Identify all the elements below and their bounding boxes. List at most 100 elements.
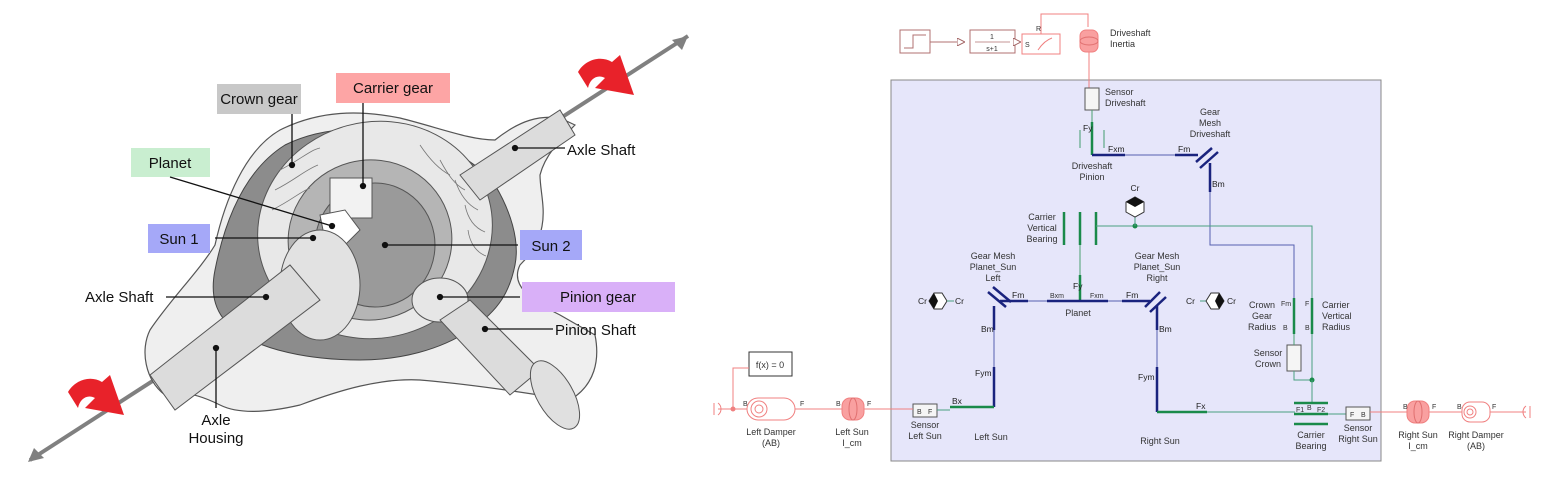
gm-right-label-1: Gear Mesh	[1135, 251, 1180, 261]
gm-left-label-2: Planet_Sun	[970, 262, 1017, 272]
carrier-bearing-label-2: Bearing	[1295, 441, 1326, 451]
port-f-lsi: F	[867, 401, 871, 408]
left-sun-icm-block[interactable]: B F Left Sun I_cm	[835, 397, 871, 448]
conn-source-inertia	[1040, 13, 1089, 34]
left-sun-icm-label-1: Left Sun	[835, 427, 869, 437]
label-carrier-gear: Carrier gear	[353, 80, 433, 97]
gm-left-label-1: Gear Mesh	[971, 251, 1016, 261]
port-b-sls: B	[917, 409, 922, 416]
axle-shaft-right-shape	[459, 109, 576, 201]
port-b-crown: B	[1283, 325, 1288, 332]
label-pinion-gear-bg	[522, 282, 675, 312]
simscape-model: 1 s+1 S R Driveshaft Inertia Sensor Driv…	[713, 13, 1531, 462]
driveshaft-pinion-label-1: Driveshaft	[1072, 161, 1113, 171]
carrier-bearing-block[interactable]: F1 B F2 Carrier Bearing	[1294, 401, 1328, 451]
port-b-cvr: B	[1305, 325, 1310, 332]
driveshaft-inertia-label-1: Driveshaft	[1110, 28, 1151, 38]
cvb-label-3: Bearing	[1026, 234, 1057, 244]
cr-right-label-a: Cr	[1186, 296, 1195, 306]
solver-config-block[interactable]: f(x) = 0	[748, 351, 793, 377]
sensor-left-sun-label-1: Sensor	[911, 420, 940, 430]
sensor-right-sun-block[interactable]: F B Sensor Right Sun	[1338, 406, 1378, 444]
differential-illustration: Crown gear Carrier gear Planet Sun 1 Sun…	[28, 34, 690, 462]
port-fm-right: Fm	[1126, 290, 1138, 300]
cvr-label-1: Carrier	[1322, 300, 1350, 310]
port-fy-pinion: Fy	[1083, 123, 1093, 133]
sensor-crown-label-1: Sensor	[1254, 348, 1283, 358]
left-damper-label-1: Left Damper	[746, 427, 796, 437]
gear-mesh-right-block[interactable]: Fm Bm Gear Mesh Planet_Sun Right	[1122, 251, 1180, 334]
gear-mesh-ds-label-3: Driveshaft	[1190, 129, 1231, 139]
transfer-fcn-block[interactable]: 1 s+1	[969, 29, 1016, 54]
label-axle-shaft-left: Axle Shaft	[85, 289, 154, 306]
sensor-crown-label-2: Crown	[1255, 359, 1281, 369]
cr-reference-left[interactable]: Cr Cr	[918, 292, 964, 310]
sensor-driveshaft-label-2: Driveshaft	[1105, 98, 1146, 108]
right-sun-icm-block[interactable]: B F Right Sun I_cm	[1398, 400, 1438, 451]
left-sun-block[interactable]: Fym Bx Left Sun	[950, 367, 1008, 442]
cr-left-label-b: Cr	[955, 296, 964, 306]
label-crown-gear-bg	[217, 84, 301, 114]
port-f-cvr: F	[1305, 301, 1309, 308]
left-sun-label: Left Sun	[974, 432, 1008, 442]
gear-mesh-driveshaft-block[interactable]: Fm Bm Gear Mesh Driveshaft	[1175, 107, 1231, 192]
sensor-left-sun-label-2: Left Sun	[908, 431, 942, 441]
cvb-label-1: Carrier	[1028, 212, 1056, 222]
left-damper-block[interactable]: B F Left Damper (AB)	[743, 397, 804, 448]
cvr-label-3: Radius	[1322, 322, 1351, 332]
gm-right-label-2: Planet_Sun	[1134, 262, 1181, 272]
label-sun1-bg	[148, 224, 210, 253]
driveshaft-inertia-block[interactable]: Driveshaft Inertia	[1079, 28, 1151, 53]
label-sun2-bg	[520, 230, 582, 260]
right-damper-block[interactable]: B F Right Damper (AB)	[1448, 401, 1504, 451]
port-b-lsi: B	[836, 401, 841, 408]
port-fxm-planet: Fxm	[1090, 293, 1104, 300]
port-f1-cb: F1	[1296, 407, 1304, 414]
sensor-driveshaft-label-1: Sensor	[1105, 87, 1134, 97]
cr-reference-right[interactable]: Cr Cr	[1186, 292, 1236, 310]
port-f2-cb: F2	[1317, 407, 1325, 414]
subsystem-area[interactable]	[890, 79, 1382, 462]
sensor-left-sun-block[interactable]: B F Sensor Left Sun	[908, 403, 942, 441]
label-pinion-shaft: Pinion Shaft	[555, 322, 637, 339]
label-axle-housing-line2: Housing	[188, 430, 243, 447]
gear-mesh-left-block[interactable]: Fm Bm Gear Mesh Planet_Sun Left	[970, 251, 1028, 334]
label-carrier-gear-bg	[336, 73, 450, 103]
label-planet-bg	[131, 148, 210, 177]
cr-reference-top[interactable]: Cr	[1125, 183, 1145, 226]
right-sun-icm-label-2: I_cm	[1408, 441, 1428, 451]
planet-block[interactable]: Fy Bxm Fxm Planet	[1047, 275, 1108, 318]
conn-mesh-crown	[1209, 192, 1295, 298]
cvb-label-2: Vertical	[1027, 223, 1057, 233]
right-damper-label-1: Right Damper	[1448, 430, 1504, 440]
right-sun-block[interactable]: Fym Fx Right Sun	[1138, 367, 1207, 446]
cr-label-top: Cr	[1131, 183, 1140, 193]
driveshaft-inertia-label-2: Inertia	[1110, 39, 1135, 49]
right-ground-icon	[1522, 405, 1531, 419]
label-sun1: Sun 1	[159, 231, 198, 248]
port-b-ld: B	[743, 401, 748, 408]
port-fm-mesh-ds: Fm	[1178, 144, 1190, 154]
port-fm-crown: Fm	[1281, 301, 1291, 308]
label-axle-shaft-right: Axle Shaft	[567, 142, 636, 159]
right-sun-label: Right Sun	[1140, 436, 1180, 446]
gm-right-label-3: Right	[1146, 273, 1168, 283]
carrier-vertical-radius-block[interactable]: F B Carrier Vertical Radius	[1305, 298, 1352, 334]
cr-left-label-a: Cr	[918, 296, 927, 306]
cgr-label-1: Crown	[1249, 300, 1275, 310]
port-b-rsi: B	[1403, 404, 1408, 411]
port-fym-right: Fym	[1138, 372, 1155, 382]
step-block[interactable]	[899, 29, 931, 54]
crown-gear-radius-block[interactable]: Fm B Crown Gear Radius	[1248, 298, 1296, 334]
port-bm-right: Bm	[1159, 324, 1172, 334]
cgr-label-3: Radius	[1248, 322, 1277, 332]
port-b-srs: B	[1361, 412, 1366, 419]
port-r: R	[1036, 26, 1041, 33]
carrier-vertical-bearing-block[interactable]: Carrier Vertical Bearing	[1026, 212, 1098, 245]
driveshaft-pinion-block[interactable]: Fy Fxm Driveshaft Pinion	[1072, 110, 1125, 182]
port-f-rd: F	[1492, 404, 1496, 411]
gm-left-label-3: Left	[985, 273, 1001, 283]
port-fxm-pinion: Fxm	[1108, 144, 1125, 154]
port-b-cb: B	[1307, 405, 1312, 412]
